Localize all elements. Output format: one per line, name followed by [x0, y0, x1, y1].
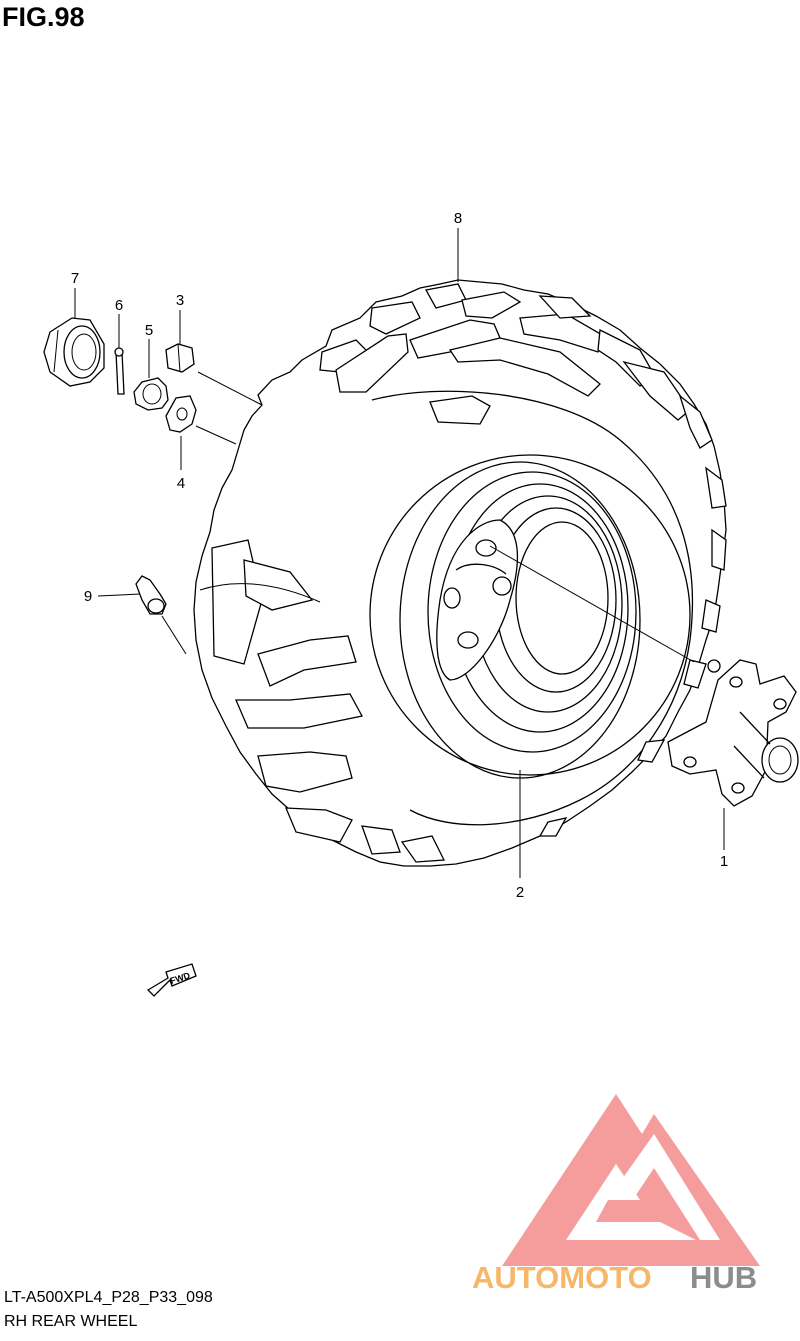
callout-8: 8	[454, 210, 462, 227]
callout-2: 2	[516, 884, 524, 901]
callout-3: 3	[176, 292, 184, 309]
cap-drawing	[43, 317, 105, 387]
fwd-arrow-icon: FWD	[146, 963, 197, 997]
callout-5: 5	[145, 322, 153, 339]
callout-1: 1	[720, 853, 728, 870]
hub-drawing	[667, 659, 799, 807]
wheel-rim-drawing	[369, 454, 691, 779]
callout-9: 9	[84, 588, 92, 605]
figure-title: FIG.98	[2, 2, 85, 32]
valve-drawing	[135, 575, 167, 615]
nut-drawing	[165, 343, 195, 373]
callout-6: 6	[115, 297, 123, 314]
watermark-text-part2: HUB	[690, 1260, 757, 1295]
cotter-pin-drawing	[114, 347, 125, 395]
watermark-text-part1: AUTOMOTO	[472, 1260, 652, 1295]
callout-4: 4	[177, 475, 185, 492]
diagram-code: LT-A500XPL4_P28_P33_098	[4, 1289, 213, 1306]
diagram-name: RH REAR WHEEL	[4, 1313, 138, 1330]
callout-numbers: 1 2 3 4 5 6 7 8 9	[71, 210, 728, 901]
callout-7: 7	[71, 270, 79, 287]
leader-lines	[74, 228, 725, 878]
watermark-logo-icon	[502, 1094, 760, 1266]
washer-drawing	[165, 395, 197, 433]
castle-nut-drawing	[133, 377, 169, 411]
